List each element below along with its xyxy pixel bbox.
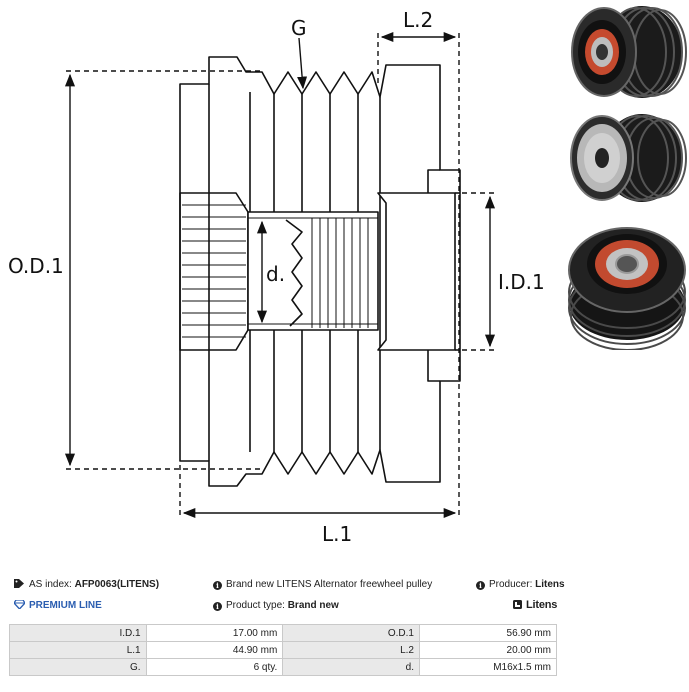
dim-label-od1: O.D.1 <box>8 254 64 278</box>
description: i Brand new LITENS Alternator freewheel p… <box>213 579 432 590</box>
dim-label-l1: L.1 <box>322 522 352 545</box>
technical-drawing: G L.2 O.D.1 d. I.D.1 L.1 <box>8 8 545 545</box>
pulley-photo-front-flat <box>570 114 687 202</box>
product-type: i Product type: Brand new <box>213 600 339 611</box>
specs-table: I.D.1 17.00 mm O.D.1 56.90 mm L.1 44.90 … <box>9 624 558 676</box>
info-icon: i <box>213 581 222 590</box>
spec-label: I.D.1 <box>9 624 147 642</box>
diamond-icon <box>13 599 26 612</box>
dim-label-d: d. <box>266 262 285 286</box>
spec-value: 44.90 mm <box>145 641 284 659</box>
spec-value: 20.00 mm <box>418 641 558 659</box>
description-text: Brand new LITENS Alternator freewheel pu… <box>226 579 433 590</box>
pulley-photo-bearing-view <box>568 227 686 350</box>
spec-label: L.1 <box>9 641 147 659</box>
spec-label: d. <box>282 658 420 676</box>
spec-label: O.D.1 <box>282 624 420 642</box>
product-type-label: Product type: <box>226 600 285 611</box>
as-index: AS index: AFP0063(LITENS) <box>14 579 159 591</box>
product-type-value: Brand new <box>287 600 339 611</box>
pulley-photo-side-front <box>571 6 687 98</box>
brand-logo: Litens <box>513 599 557 612</box>
table-row: L.1 44.90 mm L.2 20.00 mm <box>9 641 558 659</box>
table-row: I.D.1 17.00 mm O.D.1 56.90 mm <box>9 624 558 642</box>
pulley-outline <box>179 56 461 487</box>
info-icon: i <box>213 602 222 611</box>
spec-value: M16x1.5 mm <box>418 658 558 676</box>
producer-value: Litens <box>535 579 565 590</box>
tag-icon <box>14 579 25 591</box>
spec-label: G. <box>9 658 147 676</box>
spec-value: 6 qty. <box>145 658 284 676</box>
dim-label-id1: I.D.1 <box>498 270 545 294</box>
premium-line: PREMIUM LINE <box>13 599 102 612</box>
as-index-value: AFP0063(LITENS) <box>74 579 160 590</box>
premium-line-text: PREMIUM LINE <box>29 600 102 611</box>
producer: i Producer: Litens <box>476 579 565 590</box>
as-index-label: AS index: <box>29 579 72 590</box>
brand-logo-text: Litens <box>526 599 558 611</box>
dim-label-g: G <box>291 16 307 40</box>
table-row: G. 6 qty. d. M16x1.5 mm <box>9 658 558 676</box>
spec-label: L.2 <box>282 641 420 659</box>
spec-value: 17.00 mm <box>145 624 284 642</box>
info-icon: i <box>476 581 485 590</box>
litens-logo-icon <box>513 600 522 612</box>
producer-label: Producer: <box>489 579 533 590</box>
dim-label-l2: L.2 <box>403 8 433 32</box>
spec-value: 56.90 mm <box>418 624 558 642</box>
